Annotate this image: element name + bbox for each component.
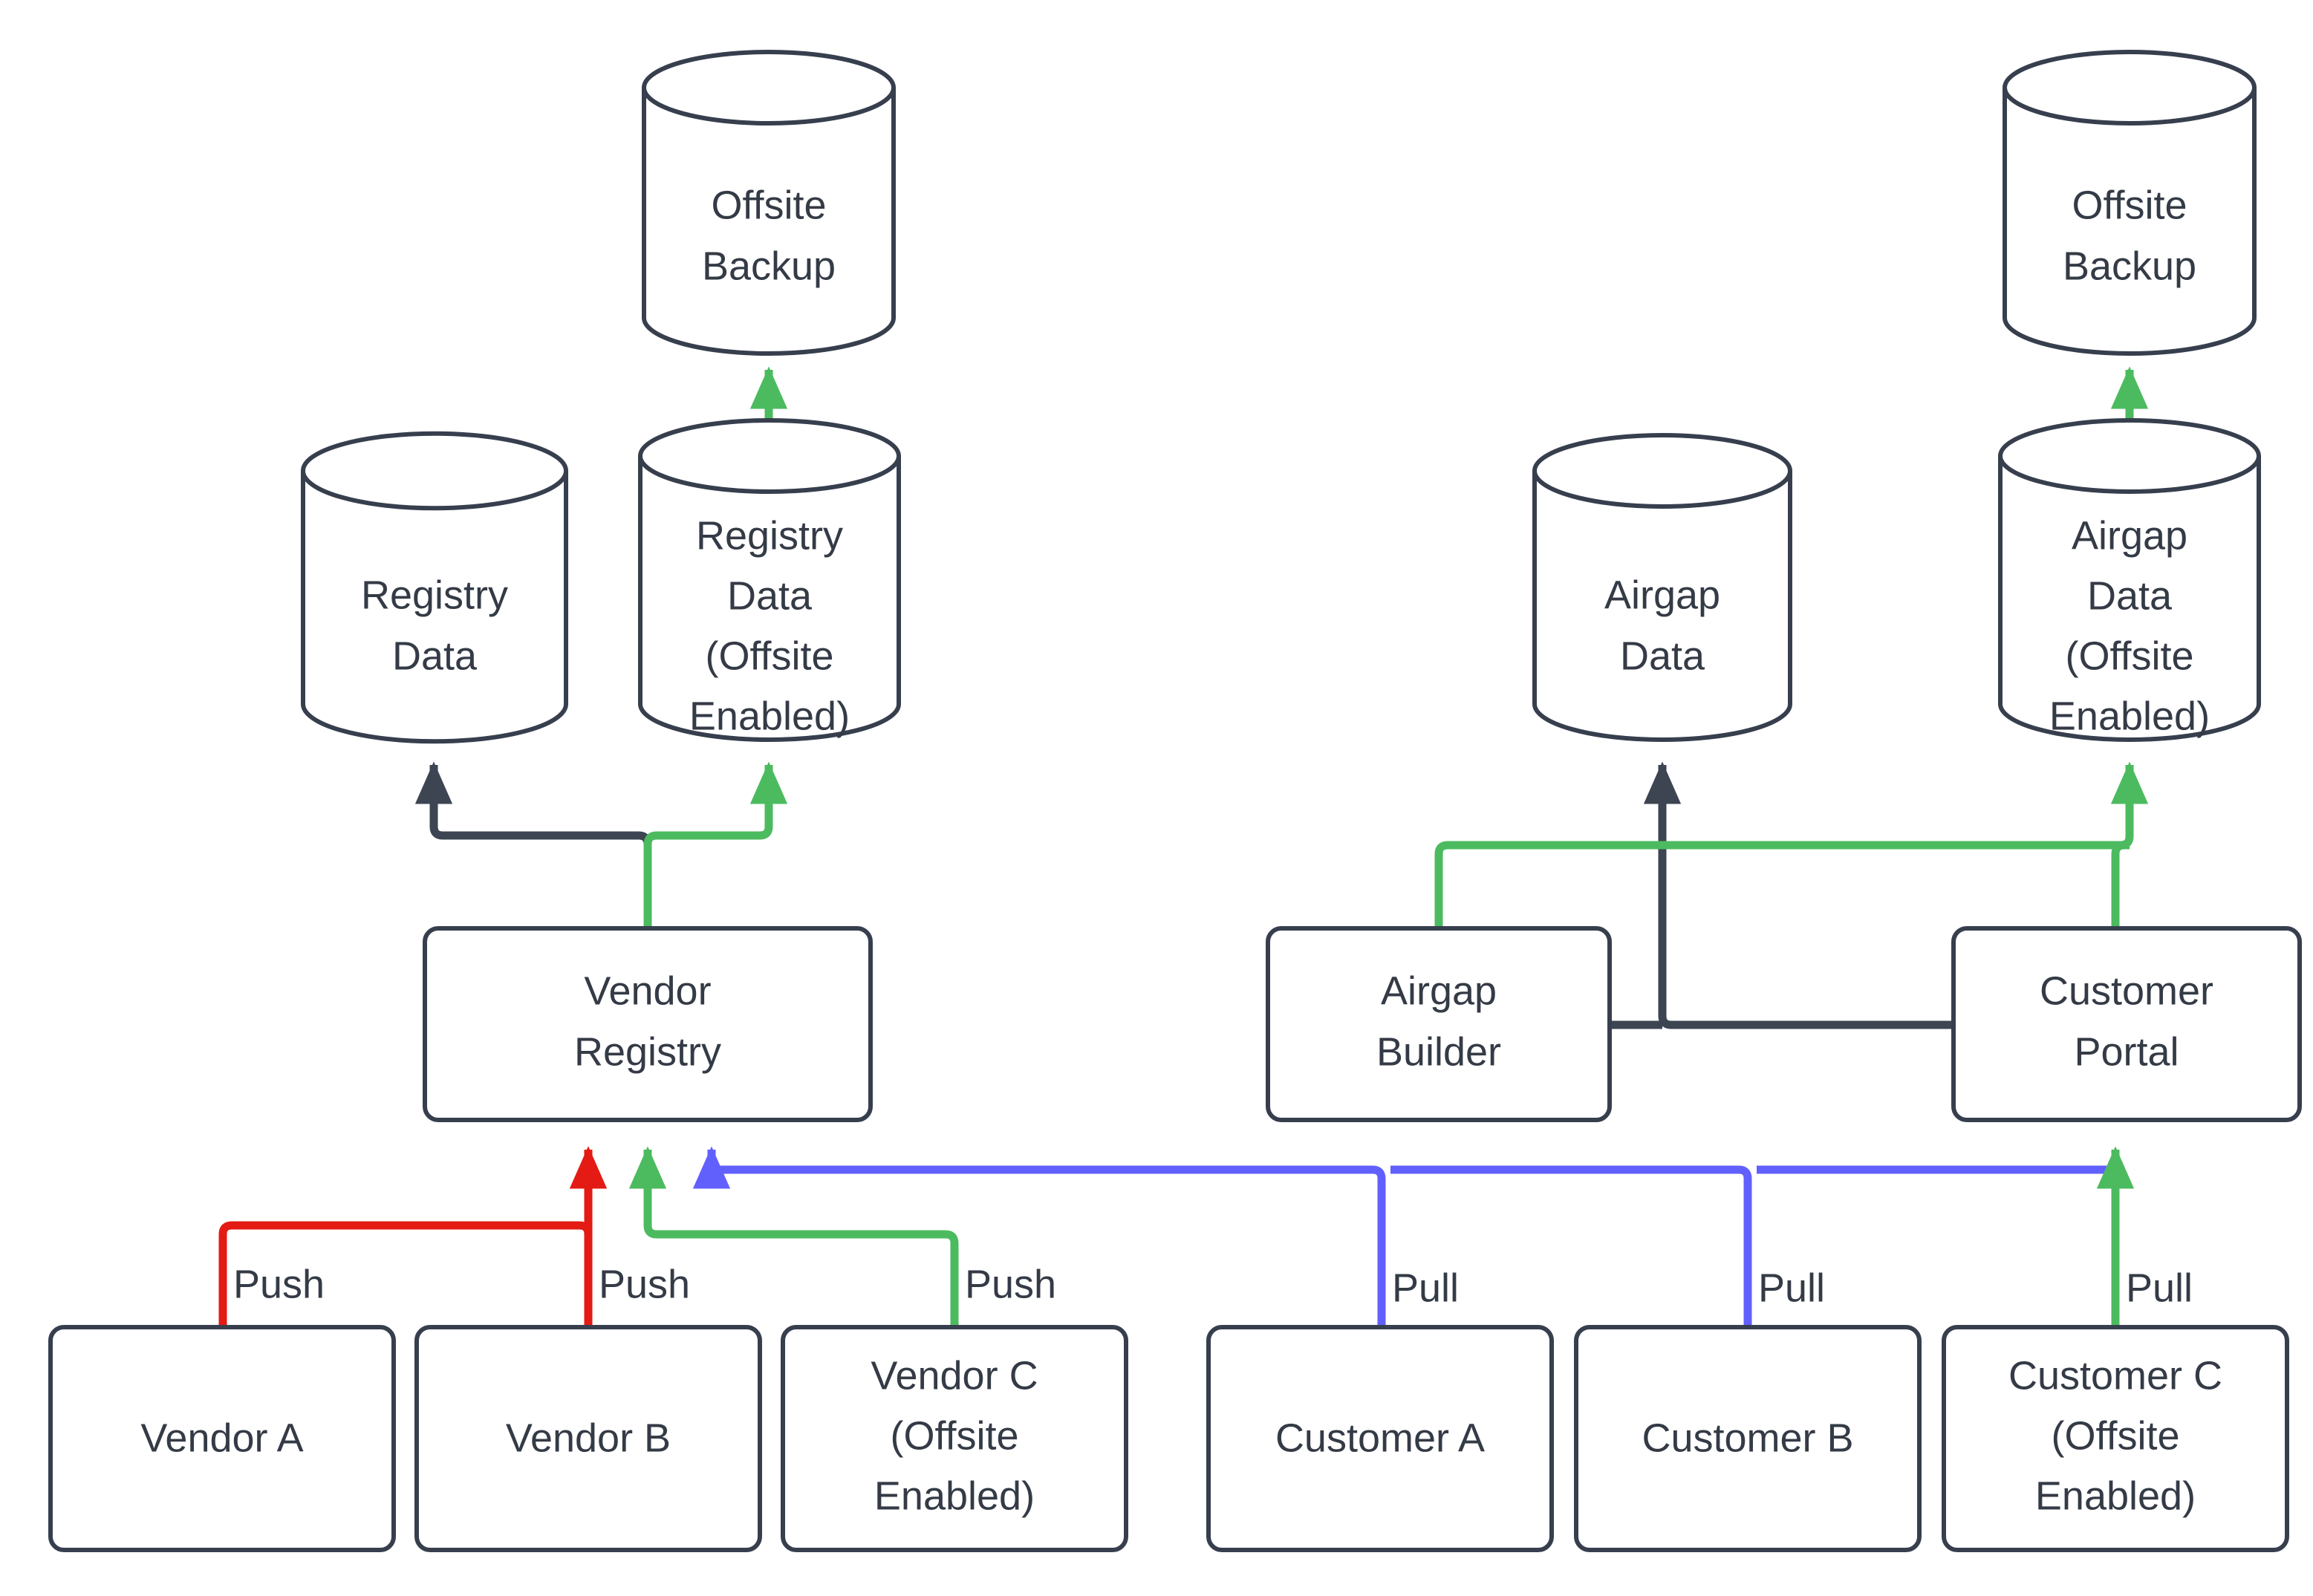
node-offsite-backup-right[interactable]: Offsite Backup — [2003, 50, 2257, 356]
node-label-line1: Airgap — [1381, 968, 1497, 1013]
cylinder-top — [1532, 470, 1792, 509]
edge-label-vendor-b-push: Push — [599, 1262, 690, 1306]
node-customer-b[interactable]: Customer B — [1574, 1325, 1922, 1552]
node-vendor-registry[interactable]: Vendor Registry — [423, 926, 873, 1122]
node-customer-c[interactable]: Customer C (Offsite Enabled) — [1942, 1325, 2289, 1552]
cylinder-top — [301, 470, 568, 511]
node-label-line3: (Offsite — [705, 633, 833, 678]
node-label-line2: Data — [1620, 633, 1705, 678]
edge-customer-portal-to-airgap-offsite — [2111, 841, 2130, 928]
node-label-line1: Vendor A — [140, 1416, 303, 1460]
node-label-line1: Airgap — [2072, 513, 2187, 558]
node-label-line3: Enabled) — [2035, 1473, 2196, 1518]
node-label-line3: (Offsite — [2065, 633, 2193, 678]
box-shape — [48, 1325, 396, 1552]
node-customer-portal[interactable]: Customer Portal — [1951, 926, 2302, 1122]
node-registry-data[interactable]: Registry Data — [301, 431, 568, 744]
node-vendor-c[interactable]: Vendor C (Offsite Enabled) — [781, 1325, 1128, 1552]
box-shape — [1266, 926, 1612, 1122]
edge-airgap-builder-to-airgap-offsite — [1434, 761, 2149, 928]
node-label-line2: Data — [727, 573, 813, 618]
edge-customer-a-pull — [692, 1146, 1386, 1327]
node-label-line1: Vendor C — [871, 1353, 1038, 1398]
node-label-line2: Portal — [2074, 1029, 2179, 1074]
cylinder-top — [642, 87, 896, 126]
edge-label-customer-a-pull: Pull — [1392, 1266, 1459, 1310]
node-label-line1: Registry — [696, 513, 843, 558]
cylinder-body — [301, 431, 568, 744]
node-airgap-data-offsite[interactable]: Airgap Data (Offsite Enabled) — [1998, 418, 2261, 742]
cylinder-body — [2003, 50, 2257, 356]
cylinder-body — [1998, 418, 2261, 742]
node-label-line3: Enabled) — [874, 1473, 1035, 1518]
node-label-line2: Backup — [2063, 244, 2196, 288]
edge-label-vendor-a-push: Push — [233, 1262, 325, 1306]
node-offsite-backup-left[interactable]: Offsite Backup — [642, 50, 896, 356]
cylinder-body — [1532, 433, 1792, 742]
node-label-line2: (Offsite — [890, 1413, 1018, 1458]
cylinder-top — [638, 455, 901, 494]
cylinder-body — [638, 418, 901, 742]
node-vendor-a[interactable]: Vendor A — [48, 1325, 396, 1552]
node-airgap-builder[interactable]: Airgap Builder — [1266, 926, 1612, 1122]
node-label-line1: Offsite — [711, 183, 826, 227]
node-label-line1: Airgap — [1604, 573, 1720, 617]
edge-vendor-registry-to-registry-data — [414, 761, 652, 928]
cylinder-top — [1998, 455, 2261, 494]
box-shape — [1942, 1325, 2289, 1552]
edge-label-vendor-c-push: Push — [965, 1262, 1056, 1306]
box-shape — [1206, 1325, 1554, 1552]
node-label-line1: Registry — [361, 573, 508, 617]
box-shape — [414, 1325, 762, 1552]
box-shape — [1574, 1325, 1922, 1552]
edge-labels-layer: Push Push Push Pull Pull Pull — [233, 1262, 2193, 1310]
edge-vendor-c-push — [628, 1146, 959, 1327]
node-airgap-data[interactable]: Airgap Data — [1532, 433, 1792, 742]
node-label-line1: Vendor B — [506, 1416, 671, 1460]
node-label-line2: Backup — [702, 244, 836, 288]
node-label-line1: Offsite — [2072, 183, 2187, 227]
box-shape — [423, 926, 873, 1122]
cylinder-body — [642, 50, 896, 356]
node-vendor-b[interactable]: Vendor B — [414, 1325, 762, 1552]
node-label-line2: Builder — [1376, 1029, 1501, 1074]
node-label-line1: Customer — [2040, 968, 2213, 1013]
node-label-line4: Enabled) — [2049, 694, 2210, 738]
node-label-line1: Customer C — [2008, 1353, 2222, 1398]
box-shape — [781, 1325, 1128, 1552]
cylinder-top — [2003, 87, 2257, 126]
edge-customer-portal-to-airgap-data — [1643, 761, 1953, 1029]
node-registry-data-offsite[interactable]: Registry Data (Offsite Enabled) — [638, 418, 901, 742]
box-shape — [1951, 926, 2302, 1122]
node-label-line1: Vendor — [584, 968, 711, 1013]
edge-label-customer-b-pull: Pull — [1758, 1266, 1825, 1310]
edge-label-customer-c-pull: Pull — [2126, 1266, 2193, 1310]
node-label-line2: Data — [392, 633, 478, 678]
node-label-line2: Registry — [574, 1029, 721, 1074]
node-label-line2: (Offsite — [2051, 1413, 2179, 1458]
node-label-line2: Data — [2087, 573, 2173, 618]
edge-vendor-registry-to-registry-data-offsite — [643, 761, 788, 928]
node-label-line1: Customer B — [1642, 1416, 1853, 1460]
node-label-line4: Enabled) — [689, 694, 850, 738]
node-customer-a[interactable]: Customer A — [1206, 1325, 1554, 1552]
edge-customer-b-pull — [1390, 1165, 1752, 1327]
node-label-line1: Customer A — [1275, 1416, 1485, 1460]
